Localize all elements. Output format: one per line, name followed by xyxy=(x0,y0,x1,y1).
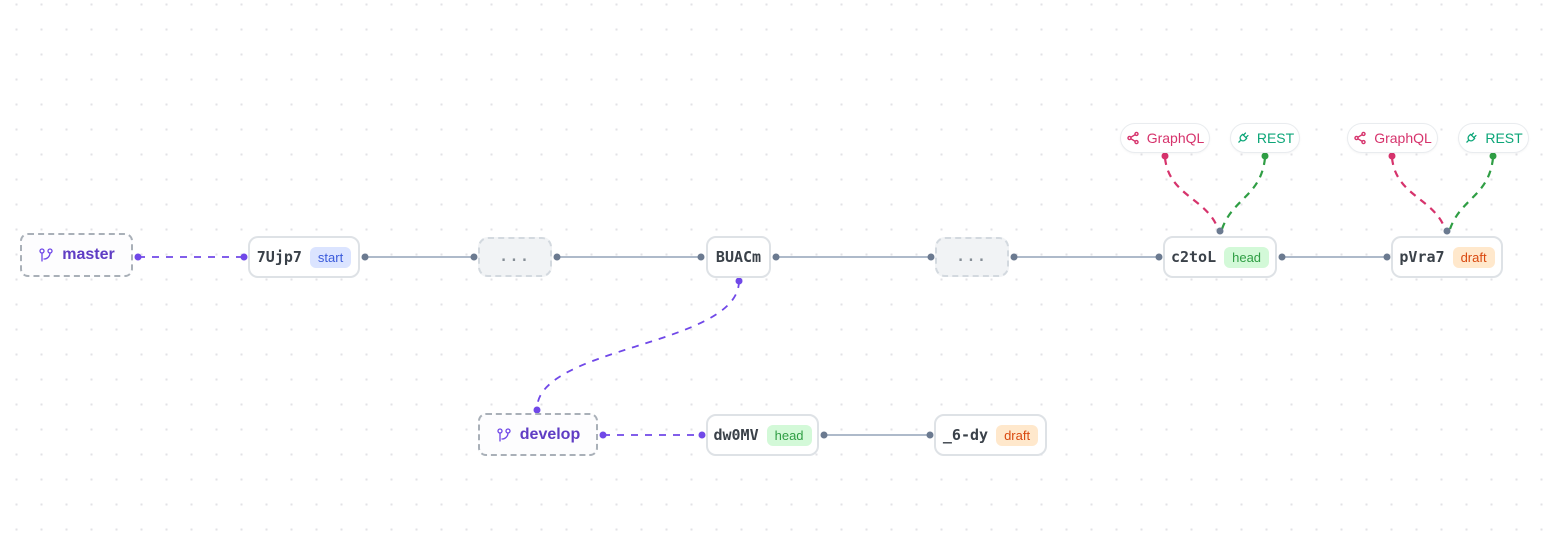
api-pill-graphql[interactable]: GraphQL xyxy=(1347,123,1438,153)
handle-dw0MV-right[interactable] xyxy=(820,431,828,439)
handle-dw0MV-left[interactable] xyxy=(698,431,706,439)
commit-id: c2toL xyxy=(1170,248,1217,266)
ellipsis-label: ... xyxy=(956,249,988,265)
handle-BUACm-left[interactable] xyxy=(697,253,705,261)
commit-id: 7Ujp7 xyxy=(256,248,302,266)
branch-label: master xyxy=(62,246,115,263)
handle-develop-top[interactable] xyxy=(533,406,541,414)
handle-rest-c2toL-bottom[interactable] xyxy=(1261,152,1269,160)
branch-label: develop xyxy=(519,425,581,443)
handle-rest-pVra7-bottom[interactable] xyxy=(1489,152,1497,160)
handle-c2toL-left[interactable] xyxy=(1155,253,1163,261)
handle-ellipsis2-right[interactable] xyxy=(1010,253,1018,261)
commit-node-dw0MV[interactable]: dw0MV head xyxy=(706,414,819,456)
handle-c2toL-right[interactable] xyxy=(1278,253,1286,261)
git-branch-icon xyxy=(38,247,54,263)
handle-pVra7-left[interactable] xyxy=(1383,253,1391,261)
branch-node-develop[interactable]: develop xyxy=(478,413,598,456)
api-pill-label: GraphQL xyxy=(1374,130,1432,146)
commit-node-_6-dy[interactable]: _6-dy draft xyxy=(934,414,1047,456)
commit-node-pVra7[interactable]: pVra7 draft xyxy=(1391,236,1503,278)
api-pill-graphql[interactable]: GraphQL xyxy=(1120,123,1210,153)
api-pill-label: REST xyxy=(1485,130,1523,146)
edge-graphql-pVra7 xyxy=(1390,157,1447,230)
status-badge-head: head xyxy=(766,424,812,446)
handle-ellipsis1-left[interactable] xyxy=(470,253,478,261)
commit-node-c2toL[interactable]: c2toL head xyxy=(1163,236,1277,278)
plug-icon xyxy=(1464,131,1478,145)
handle-develop-right[interactable] xyxy=(599,431,607,439)
handle-master-right[interactable] xyxy=(134,253,142,261)
collapsed-commits-node[interactable]: ... xyxy=(478,237,552,277)
edge-rest-pVra7 xyxy=(1448,157,1495,230)
api-pill-rest[interactable]: REST xyxy=(1230,123,1300,153)
handle-BUACm-right[interactable] xyxy=(772,253,780,261)
handle-c2toL-top[interactable] xyxy=(1216,227,1224,235)
git-branch-icon xyxy=(496,427,512,443)
graphql-icon xyxy=(1126,131,1140,145)
handle-graphql-pVra7-bottom[interactable] xyxy=(1388,152,1396,160)
status-badge-head: head xyxy=(1224,246,1270,268)
collapsed-commits-node[interactable]: ... xyxy=(935,237,1009,277)
graphql-icon xyxy=(1353,131,1367,145)
status-badge-start: start xyxy=(309,246,352,268)
handle-graphql-c2toL-bottom[interactable] xyxy=(1161,152,1169,160)
handle-ellipsis2-left[interactable] xyxy=(927,253,935,261)
api-pill-label: REST xyxy=(1256,130,1295,146)
handle-ellipsis1-right[interactable] xyxy=(553,253,561,261)
ellipsis-label: ... xyxy=(499,249,531,265)
edge-BUACm-develop xyxy=(536,280,740,410)
commit-id: pVra7 xyxy=(1399,248,1445,266)
handle-7Ujp7-right[interactable] xyxy=(361,253,369,261)
handle-_6-dy-left[interactable] xyxy=(926,431,934,439)
edge-graphql-c2toL xyxy=(1163,157,1220,230)
status-badge-draft: draft xyxy=(1452,246,1495,268)
commit-node-BUACm[interactable]: BUACm xyxy=(706,236,771,278)
handle-pVra7-top[interactable] xyxy=(1443,227,1451,235)
handle-7Ujp7-left[interactable] xyxy=(240,253,248,261)
edge-rest-c2toL xyxy=(1220,157,1267,230)
commit-id: BUACm xyxy=(715,248,762,266)
branch-node-master[interactable]: master xyxy=(20,233,133,277)
commit-id: dw0MV xyxy=(713,426,759,444)
plug-icon xyxy=(1236,131,1250,145)
api-pill-rest[interactable]: REST xyxy=(1458,123,1529,153)
commit-node-7Ujp7[interactable]: 7Ujp7 start xyxy=(248,236,360,278)
handle-BUACm-bottom[interactable] xyxy=(735,277,743,285)
commit-id: _6-dy xyxy=(942,426,989,444)
api-pill-label: GraphQL xyxy=(1146,130,1205,146)
status-badge-draft: draft xyxy=(996,424,1039,446)
